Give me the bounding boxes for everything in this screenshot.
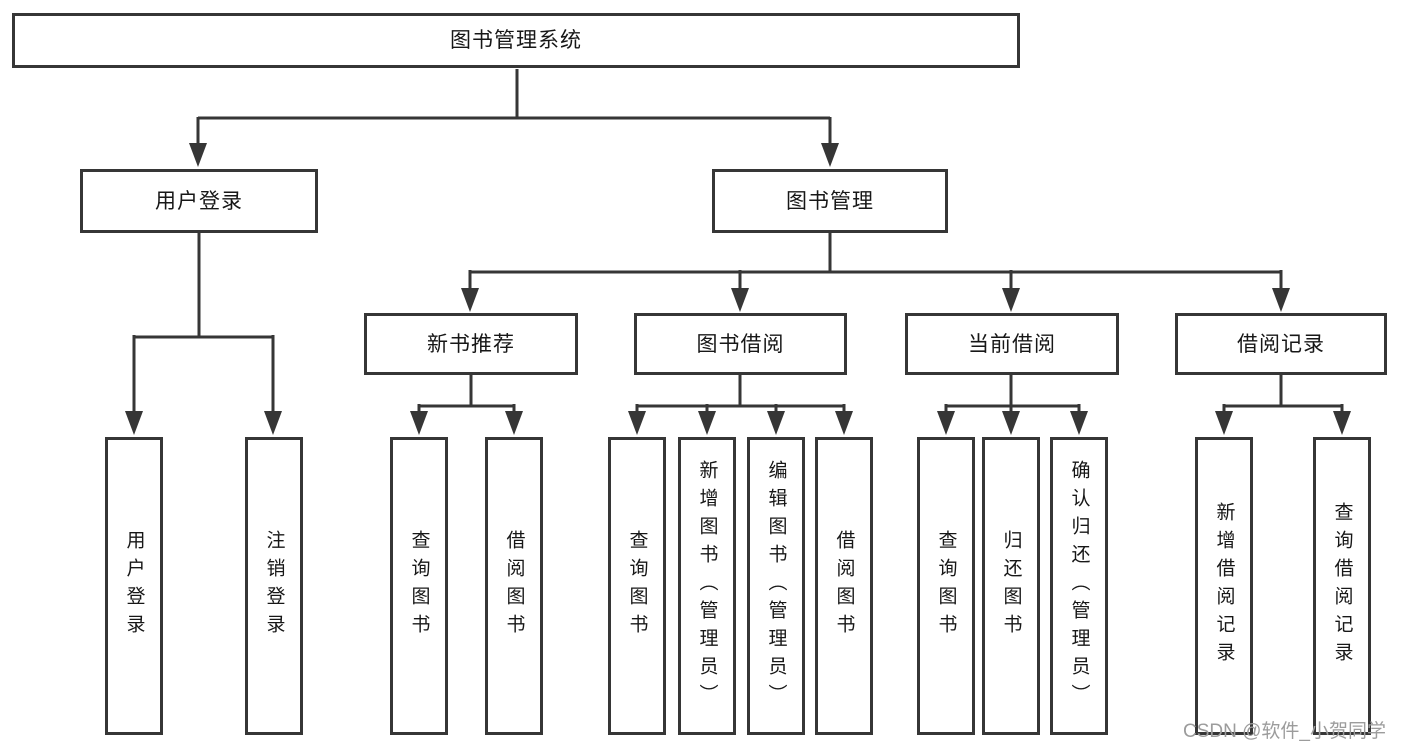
- leaf-rec-borrow-books: 借阅图书: [485, 437, 543, 735]
- leaf-user-login: 用户登录: [105, 437, 163, 735]
- node-root-system: 图书管理系统: [12, 13, 1020, 68]
- node-book-borrow: 图书借阅: [634, 313, 847, 375]
- leaf-records-add-record: 新增借阅记录: [1195, 437, 1253, 735]
- leaf-borrow-add-books-admin: 新增图书（管理员）: [678, 437, 736, 735]
- leaf-borrow-edit-books-admin: 编辑图书（管理员）: [747, 437, 805, 735]
- leaf-current-query-books: 查询图书: [917, 437, 975, 735]
- leaf-borrow-query-books: 查询图书: [608, 437, 666, 735]
- leaf-logout: 注销登录: [245, 437, 303, 735]
- leaf-records-query-record: 查询借阅记录: [1313, 437, 1371, 735]
- node-current-borrow: 当前借阅: [905, 313, 1119, 375]
- node-user-login: 用户登录: [80, 169, 318, 233]
- leaf-rec-query-books: 查询图书: [390, 437, 448, 735]
- leaf-current-return-books: 归还图书: [982, 437, 1040, 735]
- csdn-watermark: CSDN @软件_小贺同学: [1183, 721, 1386, 742]
- node-new-book-recommend: 新书推荐: [364, 313, 578, 375]
- node-book-management: 图书管理: [712, 169, 948, 233]
- leaf-current-confirm-return-admin: 确认归还（管理员）: [1050, 437, 1108, 735]
- leaf-borrow-borrow-books: 借阅图书: [815, 437, 873, 735]
- node-borrow-records: 借阅记录: [1175, 313, 1387, 375]
